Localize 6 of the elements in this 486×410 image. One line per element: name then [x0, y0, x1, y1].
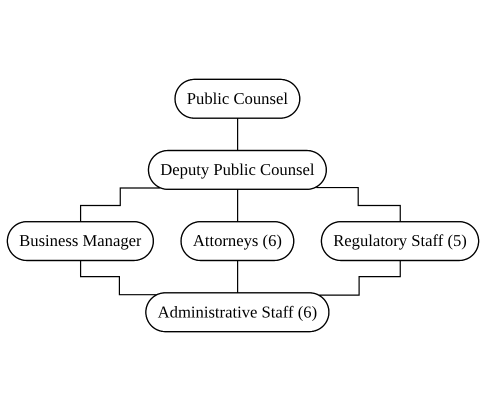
connector	[237, 260, 238, 294]
connector	[80, 186, 160, 222]
connector	[237, 118, 238, 152]
connector	[316, 186, 402, 222]
connector	[318, 260, 402, 296]
connector	[237, 188, 238, 222]
